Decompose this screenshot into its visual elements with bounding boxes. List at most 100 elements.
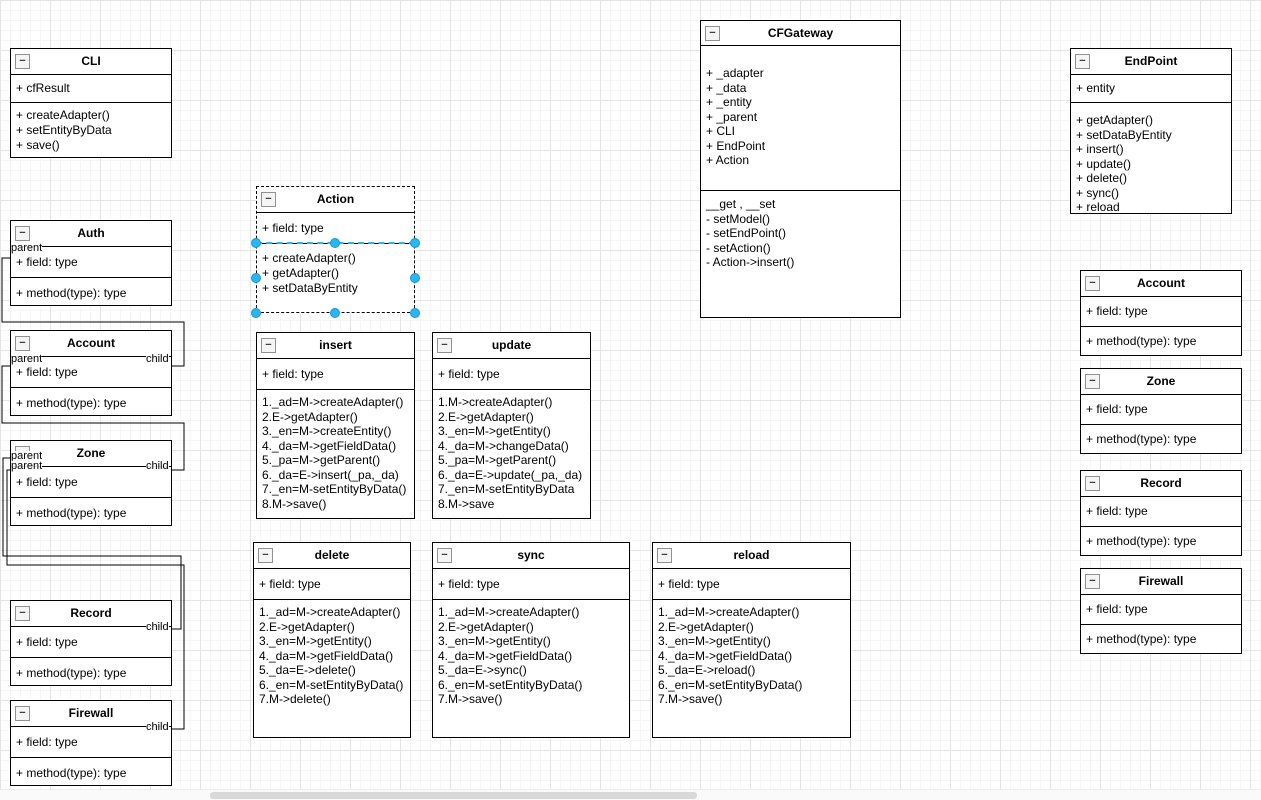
edge-zone-record[interactable] — [2, 457, 182, 630]
collapse-icon[interactable]: − — [15, 226, 30, 241]
edge-label-child[interactable]: child — [146, 621, 169, 633]
collapse-icon[interactable]: − — [15, 706, 30, 721]
collapse-icon[interactable]: − — [437, 548, 452, 563]
method-row[interactable]: 5._da=E->reload() — [658, 663, 756, 677]
field-row[interactable]: + _entity — [706, 95, 752, 109]
method-row[interactable]: 3._en=M->createEntity() — [262, 424, 392, 438]
method-row[interactable]: 5._pa=M->getParent() — [262, 453, 381, 467]
selection-handle-w[interactable] — [251, 273, 261, 283]
class-auth[interactable]: − Auth + field: type + method(type): typ… — [10, 220, 172, 306]
field-row[interactable]: + entity — [1076, 81, 1116, 95]
method-row[interactable]: + sync() — [1076, 185, 1120, 200]
method-row[interactable]: 6._en=M-setEntityByData() — [658, 677, 803, 692]
method-row[interactable]: 3._en=M->getEntity() — [658, 634, 771, 648]
edge-auth-account[interactable] — [1, 257, 185, 367]
edge-label-parent[interactable]: parent — [11, 353, 43, 365]
collapse-icon[interactable]: − — [15, 54, 30, 69]
method-row[interactable]: + method(type): type — [16, 286, 127, 300]
collapse-icon[interactable]: − — [1085, 574, 1100, 589]
selection-handle-ne[interactable] — [410, 238, 420, 248]
method-row[interactable]: + method(type): type — [16, 666, 127, 680]
field-row[interactable]: + field: type — [262, 367, 324, 381]
field-row[interactable]: + field: type — [1086, 304, 1148, 318]
edge-zone-firewall[interactable] — [6, 469, 185, 730]
method-row[interactable]: 4._da=M->getFieldData() — [262, 438, 397, 453]
class-firewall-left[interactable]: − Firewall + field: type + method(type):… — [10, 700, 172, 786]
method-row[interactable]: 8.M->save() — [262, 496, 327, 511]
method-row[interactable]: 2.E->getAdapter() — [438, 619, 534, 634]
class-account-right[interactable]: − Account + field: type + method(type): … — [1080, 270, 1242, 356]
field-row[interactable]: + field: type — [16, 255, 78, 269]
selection-handle-n[interactable] — [330, 238, 340, 248]
field-row[interactable]: + field: type — [1086, 504, 1148, 518]
edge-label-child[interactable]: child — [146, 353, 169, 365]
field-row[interactable]: + _adapter — [706, 66, 764, 80]
collapse-icon[interactable]: − — [437, 338, 452, 353]
class-action[interactable]: − Action + field: type + createAdapter()… — [256, 186, 415, 313]
horizontal-scrollbar-track[interactable] — [0, 789, 1261, 800]
collapse-icon[interactable]: − — [705, 26, 720, 41]
method-row[interactable]: 5._pa=M->getParent() — [438, 453, 557, 467]
method-row[interactable]: + delete() — [1076, 171, 1128, 185]
method-row[interactable]: 6._da=E->update(_pa,_da) — [438, 467, 583, 482]
method-row[interactable]: 1._ad=M->createAdapter() — [259, 605, 401, 619]
collapse-icon[interactable]: − — [258, 548, 273, 563]
selection-handle-nw[interactable] — [251, 238, 261, 248]
method-row[interactable]: 7._en=M-setEntityByData — [438, 482, 575, 496]
selection-handle-se[interactable] — [410, 308, 420, 318]
field-row[interactable]: + field: type — [16, 365, 78, 379]
edge-account-zone[interactable] — [1, 365, 185, 471]
edge-label-child[interactable]: child — [146, 460, 169, 472]
method-row[interactable]: + method(type): type — [16, 396, 127, 410]
class-record-left[interactable]: − Record + field: type + method(type): t… — [10, 600, 172, 686]
method-row[interactable]: 4._da=M->getFieldData() — [658, 648, 793, 663]
field-row[interactable]: + _data — [706, 80, 747, 95]
method-row[interactable]: + method(type): type — [1086, 334, 1197, 348]
method-row[interactable]: 5._da=E->delete() — [259, 663, 356, 677]
method-row[interactable]: 1._ad=M->createAdapter() — [658, 605, 800, 619]
method-row[interactable]: + update() — [1076, 156, 1132, 171]
method-row[interactable]: 5._da=E->sync() — [438, 663, 527, 677]
method-row[interactable]: 7.M->delete() — [259, 692, 331, 706]
method-row[interactable]: - setModel() — [706, 211, 771, 226]
method-row[interactable]: + setDataByEntity — [262, 281, 358, 295]
selection-handle-e[interactable] — [410, 273, 420, 283]
collapse-icon[interactable]: − — [1075, 54, 1090, 69]
collapse-icon[interactable]: − — [1085, 476, 1100, 491]
collapse-icon[interactable]: − — [15, 336, 30, 351]
edge-label-parent[interactable]: parent — [11, 460, 43, 472]
method-row[interactable]: 7.M->save() — [438, 692, 503, 706]
method-row[interactable]: - Action->insert() — [706, 255, 795, 269]
field-row[interactable]: + Action — [706, 153, 750, 167]
method-row[interactable]: - setEndPoint() — [706, 226, 787, 240]
edge-label-child[interactable]: child — [146, 721, 169, 733]
method-row[interactable]: + method(type): type — [1086, 632, 1197, 646]
class-cli[interactable]: − CLI + cfResult + createAdapter() + set… — [10, 48, 172, 158]
method-row[interactable]: + method(type): type — [1086, 432, 1197, 446]
method-row[interactable]: 1._ad=M->createAdapter() — [438, 605, 580, 619]
method-row[interactable]: 7.M->save() — [658, 692, 723, 706]
horizontal-scrollbar-thumb[interactable] — [210, 792, 697, 799]
method-row[interactable]: + method(type): type — [16, 766, 127, 780]
edge-label-parent[interactable]: parent — [11, 450, 43, 462]
method-row[interactable]: 2.E->getAdapter() — [658, 619, 754, 634]
field-row[interactable]: + field: type — [262, 221, 324, 235]
method-row[interactable]: 3._en=M->getEntity() — [438, 424, 551, 438]
method-row[interactable]: 2.E->getAdapter() — [438, 409, 534, 424]
method-row[interactable]: 1.M->createAdapter() — [438, 395, 553, 409]
edge-label-parent[interactable]: parent — [11, 242, 43, 254]
selection-handle-sw[interactable] — [251, 308, 261, 318]
method-row[interactable]: + createAdapter() — [262, 251, 356, 265]
method-row[interactable]: - setAction() — [706, 240, 771, 255]
field-row[interactable]: + field: type — [16, 635, 78, 649]
method-row[interactable]: + createAdapter() — [16, 108, 110, 122]
method-row[interactable]: 3._en=M->getEntity() — [438, 634, 551, 648]
method-row[interactable]: + method(type): type — [16, 506, 127, 520]
field-row[interactable]: + field: type — [1086, 402, 1148, 416]
class-firewall-right[interactable]: − Firewall + field: type + method(type):… — [1080, 568, 1242, 654]
collapse-icon[interactable]: − — [657, 548, 672, 563]
field-row[interactable]: + field: type — [438, 577, 500, 591]
collapse-icon[interactable]: − — [15, 606, 30, 621]
method-row[interactable]: 2.E->getAdapter() — [259, 619, 355, 634]
